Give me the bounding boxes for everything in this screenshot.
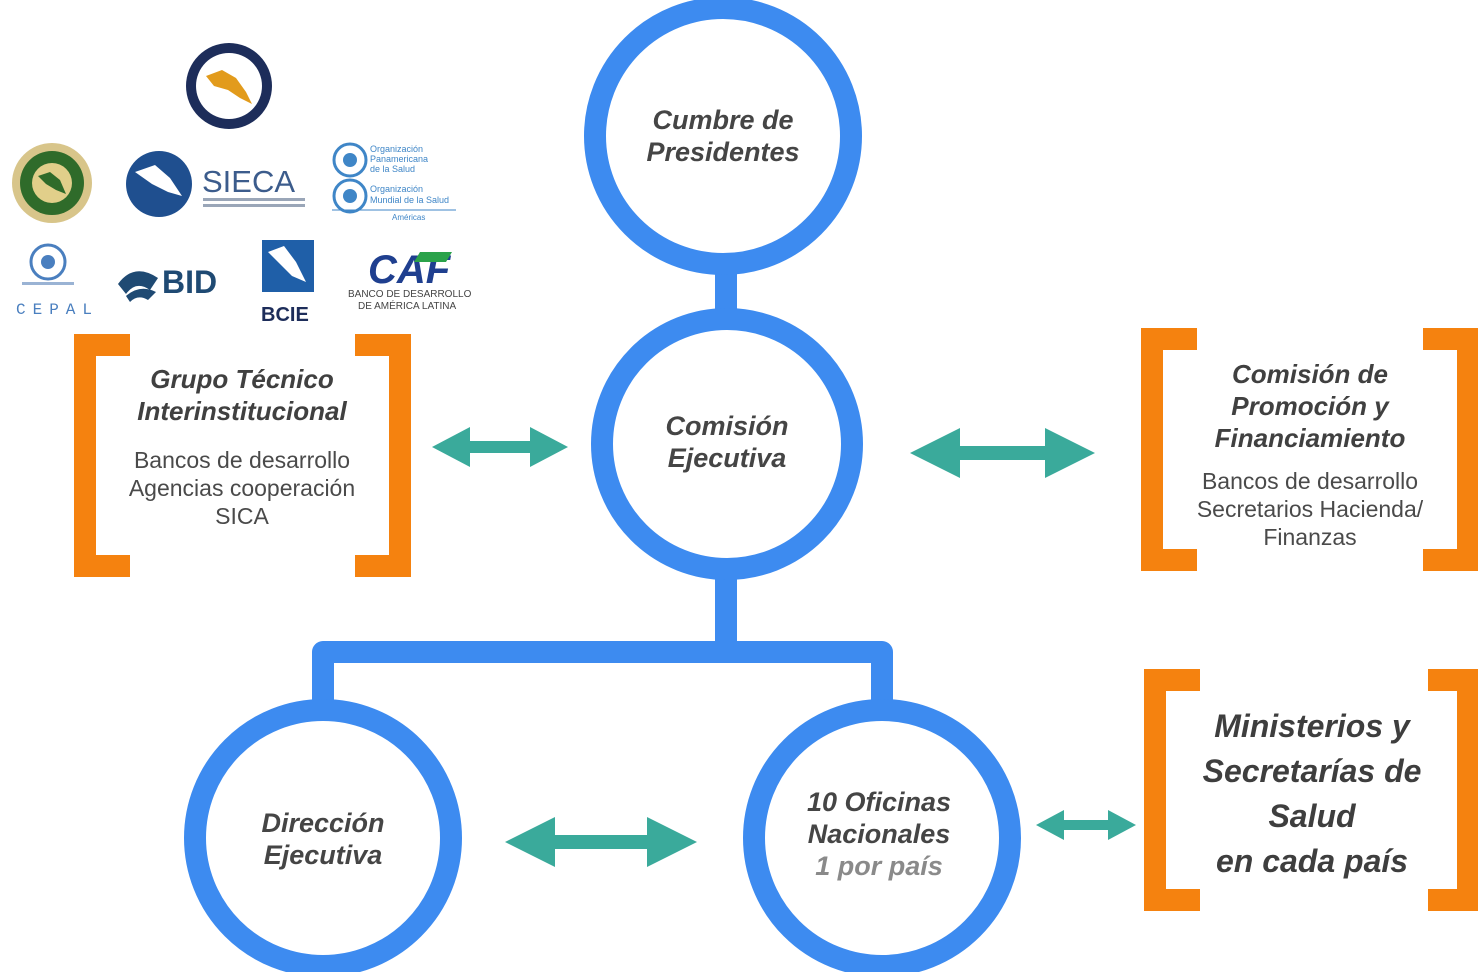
comision-promocion-items: Bancos de desarrollo Secretarios Haciend… — [1168, 467, 1452, 551]
svg-text:Mundial de la Salud: Mundial de la Salud — [370, 195, 449, 205]
ministerios-line-2: Secretarías de — [1202, 753, 1422, 789]
grupo-tecnico-item: Bancos de desarrollo — [133, 447, 351, 473]
node-cumbre-line-1: Cumbre de — [652, 105, 794, 135]
caf-logo: CAF BANCO DE DESARROLLO DE AMÉRICA LATIN… — [348, 248, 472, 312]
node-circle-cumbre — [584, 0, 862, 275]
arrow-direccion-oficinas — [505, 817, 697, 867]
bid-wordmark: BID — [162, 264, 217, 300]
node-comision-line-1: Comisión — [665, 411, 789, 441]
node-circle-oficinas — [743, 699, 1021, 972]
node-direccion-ejecutiva-label: Dirección Ejecutiva — [213, 807, 433, 871]
node-oficinas-line-3: 1 por país — [815, 851, 943, 881]
node-direccion-line-1: Dirección — [261, 808, 385, 838]
node-oficinas-line-1: 10 Oficinas — [806, 787, 952, 817]
green-seal-logo — [12, 143, 92, 223]
node-comision-ejecutiva-label: Comisión Ejecutiva — [617, 410, 837, 474]
comision-promocion-title: Comisión de Promoción y Financiamiento — [1168, 358, 1452, 454]
grupo-tecnico-title: Grupo Técnico Interinstitucional — [100, 363, 384, 427]
bracket-grupo-tecnico — [74, 334, 411, 577]
node-cumbre-line-2: Presidentes — [646, 137, 800, 167]
node-cumbre-label: Cumbre de Presidentes — [613, 104, 833, 168]
arrow-oficinas-ministerios — [1036, 810, 1136, 840]
ops-oms-logo: Organización Panamericana de la Salud Or… — [332, 142, 456, 222]
group-ministerios: Ministerios y Secretarías de Salud en ca… — [1172, 704, 1452, 884]
bracket-ministerios — [1144, 669, 1478, 911]
bracket-comision-promocion — [1141, 328, 1478, 571]
svg-text:Panamericana: Panamericana — [370, 154, 428, 164]
grupo-tecnico-title-line-2: Interinstitucional — [137, 396, 347, 426]
svg-text:Américas: Américas — [392, 213, 425, 222]
cepal-logo: CEPAL — [16, 243, 99, 319]
node-circle-comision-ejecutiva — [591, 308, 863, 580]
comision-promocion-title-line-3: Financiamiento — [1214, 423, 1406, 453]
comision-promocion-item: Finanzas — [1263, 524, 1357, 550]
node-oficinas-label: 10 Oficinas Nacionales 1 por país — [769, 786, 989, 882]
svg-text:DE AMÉRICA LATINA: DE AMÉRICA LATINA — [358, 299, 457, 312]
comision-promocion-title-line-1: Comisión de — [1231, 359, 1388, 389]
grupo-tecnico-item: SICA — [215, 503, 269, 529]
comision-promocion-item: Secretarios Hacienda/ — [1196, 496, 1424, 522]
cepal-wordmark: CEPAL — [16, 301, 99, 319]
ministerios-line-4: en cada país — [1215, 843, 1409, 879]
sieca-logo: SIECA — [126, 151, 305, 217]
arrow-comision-promocion — [910, 428, 1095, 478]
ministerios-line-3: Salud — [1268, 798, 1356, 834]
ministerios-line-1: Ministerios y — [1214, 708, 1410, 744]
comision-promocion-title-line-2: Promoción y — [1231, 391, 1389, 421]
grupo-tecnico-item: Agencias cooperación — [128, 475, 356, 501]
svg-text:Organización: Organización — [370, 184, 423, 194]
svg-text:BANCO DE DESARROLLO: BANCO DE DESARROLLO — [348, 289, 472, 300]
sisca-seal-logo — [186, 43, 272, 129]
bid-logo: BID — [118, 264, 217, 302]
bcie-logo: BCIE — [261, 240, 314, 326]
grupo-tecnico-items: Bancos de desarrollo Agencias cooperació… — [100, 446, 384, 530]
grupo-tecnico-title-line-1: Grupo Técnico — [150, 364, 334, 394]
sieca-wordmark: SIECA — [202, 164, 295, 199]
svg-text:de la Salud: de la Salud — [370, 164, 415, 174]
connector-branch — [312, 641, 893, 718]
node-direccion-line-2: Ejecutiva — [263, 840, 383, 870]
bcie-wordmark: BCIE — [261, 304, 309, 326]
arrow-grupo-comision — [432, 427, 568, 467]
node-comision-line-2: Ejecutiva — [667, 443, 787, 473]
node-circle-direccion-ejecutiva — [184, 699, 462, 972]
svg-text:Organización: Organización — [370, 144, 423, 154]
comision-promocion-item: Bancos de desarrollo — [1201, 468, 1419, 494]
node-oficinas-line-2: Nacionales — [807, 819, 951, 849]
